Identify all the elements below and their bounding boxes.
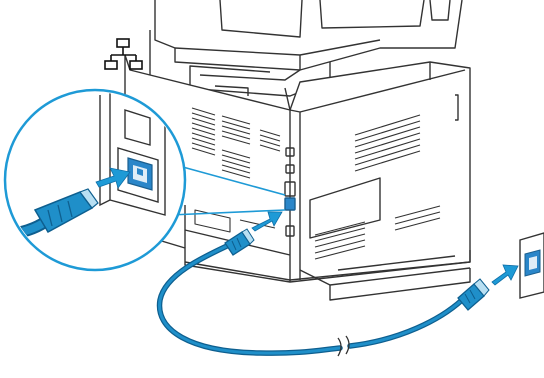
printer-scanner-unit: [155, 0, 462, 70]
wall-network-jack: [520, 233, 544, 298]
cable-segment-right: [350, 300, 462, 346]
network-icon: [105, 39, 142, 69]
arrow-to-wall-jack-icon: [492, 265, 518, 285]
printer-ethernet-port: [285, 198, 295, 210]
